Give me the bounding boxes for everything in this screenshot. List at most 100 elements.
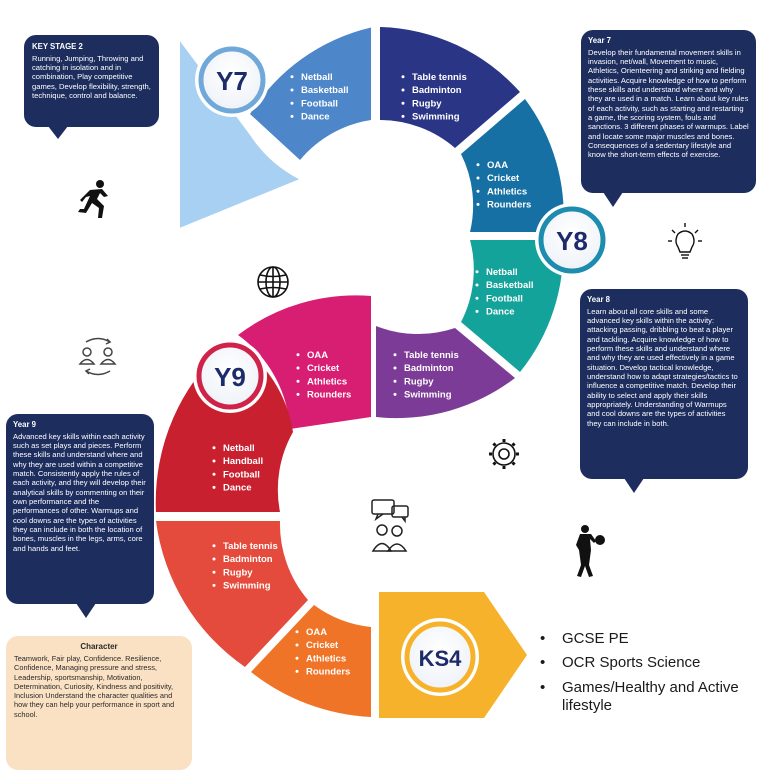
activity-label: OAA (307, 350, 328, 361)
activity-label: Cricket (306, 640, 339, 651)
bullet-icon (401, 114, 405, 118)
activity-label: Rounders (307, 390, 351, 401)
activity-label: Football (486, 293, 523, 304)
ks4-item-label: GCSE PE (562, 630, 629, 647)
y9-redorange-segment (156, 521, 308, 667)
activity-label: Dance (301, 112, 330, 123)
bullet-icon (393, 366, 397, 370)
bullet-icon (295, 669, 299, 673)
ks4-item: • GCSE PE (540, 630, 760, 648)
bullet-icon (295, 630, 299, 634)
activity-label: Athletics (487, 186, 527, 197)
activity-label: Dance (223, 483, 252, 494)
y8-oaa-segment (461, 99, 564, 232)
activity-label: OAA (487, 160, 508, 171)
activity-label: Dance (486, 307, 515, 318)
bullet-icon (295, 656, 299, 660)
activity-label: Badminton (412, 85, 462, 96)
bullet-icon (296, 366, 300, 370)
activity-label: Netball (301, 72, 333, 83)
activity-label: Rounders (487, 200, 531, 211)
bullet-icon (393, 392, 397, 396)
bullet-icon (212, 544, 216, 548)
y9-purple-segment (376, 326, 515, 419)
activity-label: Swimming (404, 390, 452, 401)
netball-player-icon (576, 525, 605, 577)
activity-label: Basketball (486, 280, 534, 291)
y9-orange-segment (251, 605, 371, 717)
activity-label: Basketball (301, 85, 349, 96)
bullet-icon (393, 353, 397, 357)
year8-tail (624, 478, 644, 493)
runner-icon (78, 180, 108, 218)
bullet-icon (296, 353, 300, 357)
bullet-icon (212, 446, 216, 450)
y7-badge: Y7 (195, 43, 269, 117)
bullet-icon (475, 270, 479, 274)
activity-label: Netball (223, 443, 255, 454)
people-exchange-icon (78, 337, 117, 376)
year9-title: Year 9 (13, 420, 36, 429)
bullet-icon (212, 472, 216, 476)
character-body: Teamwork, Fair play, Confidence. Resilie… (14, 654, 175, 719)
activity-label: Handball (223, 456, 263, 467)
year8-body: Learn about all core skills and some adv… (587, 306, 738, 428)
y9-badge: Y9 (193, 339, 267, 413)
year8-title: Year 8 (587, 295, 610, 304)
y7-netball-segment (250, 27, 371, 160)
bullet-icon (212, 485, 216, 489)
ks4-item-label: Games/Healthy and Active lifestyle (562, 678, 739, 714)
bullet-icon (475, 309, 479, 313)
ks4-item: •OCR Sports Science (540, 654, 760, 672)
year9-box: Year 9 Advanced key skills within each a… (6, 414, 154, 618)
activity-label: Athletics (307, 376, 347, 387)
y7-tabletennis-segment (380, 27, 520, 148)
bullet-icon: • (540, 678, 546, 696)
activity-label: Football (223, 469, 260, 480)
bullet-icon: • (540, 630, 546, 647)
bullet-icon (295, 643, 299, 647)
character-title: Character (80, 642, 118, 651)
bullet-icon (296, 392, 300, 396)
bullet-icon (475, 296, 479, 300)
character-box: Character Teamwork, Fair play, Confidenc… (6, 636, 192, 770)
y7-badge-label: Y7 (216, 66, 248, 96)
activity-label: Cricket (487, 173, 520, 184)
year7-title: Year 7 (588, 36, 611, 45)
activity-label: Cricket (307, 363, 340, 374)
activity-label: Rugby (404, 376, 434, 387)
activity-label: Rounders (306, 667, 350, 678)
ks4-item: • Games/Healthy and Active lifestyle (540, 679, 760, 716)
bullet-icon (401, 75, 405, 79)
activity-label: OAA (306, 627, 327, 638)
activity-label: Table tennis (412, 72, 467, 83)
bullet-icon (401, 101, 405, 105)
ks4-list: • GCSE PE •OCR Sports Science • Games/Heal… (540, 630, 760, 721)
bullet-icon (212, 583, 216, 587)
y8-netball-segment (461, 240, 564, 372)
activity-label: Badminton (223, 554, 273, 565)
bullet-icon (296, 379, 300, 383)
bullet-icon (212, 570, 216, 574)
bullet-icon (476, 202, 480, 206)
discussion-icon (371, 499, 409, 552)
bullet-icon (476, 163, 480, 167)
y9-pink-segment (238, 295, 371, 429)
ks2-tail (48, 126, 68, 139)
year7-box: Year 7 Develop their fundamental movemen… (581, 30, 756, 207)
activity-label: Netball (486, 267, 518, 278)
bullet-icon (393, 379, 397, 383)
bullet-icon: • (540, 654, 546, 672)
gear-icon (489, 439, 519, 469)
activity-label: Swimming (412, 112, 460, 123)
year7-body: Develop their fundamental movement skill… (588, 47, 749, 160)
